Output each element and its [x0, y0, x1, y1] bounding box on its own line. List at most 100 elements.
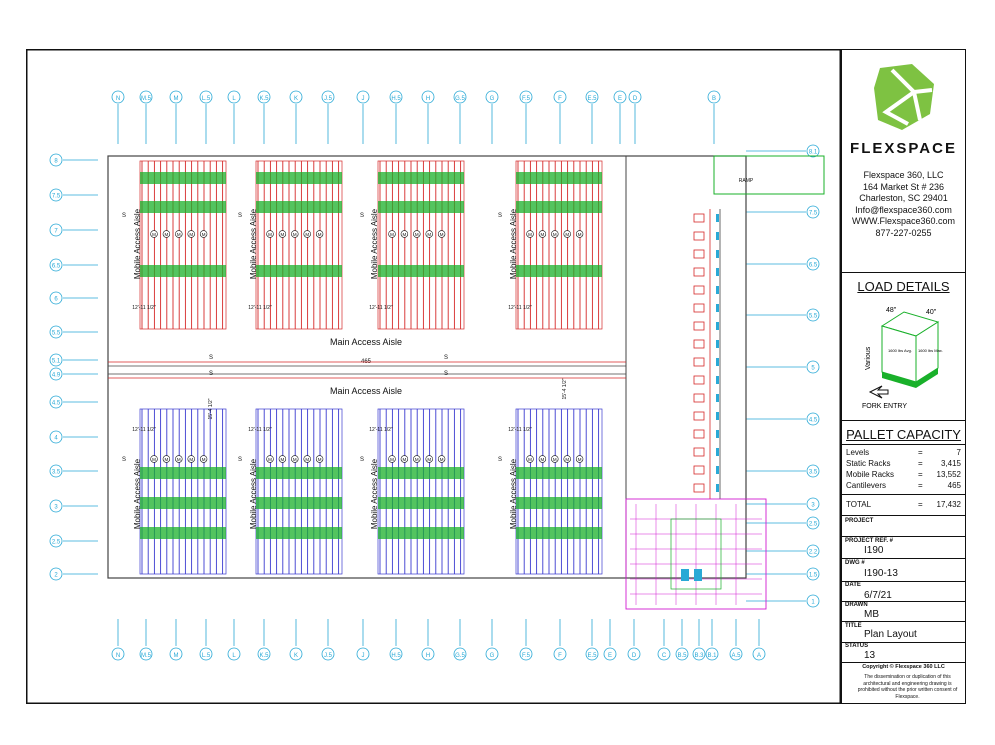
grid-label-top: F.5	[522, 96, 531, 102]
grid-label-right: 1.5	[809, 573, 818, 579]
dwg-label: DWG #	[845, 560, 865, 566]
grid-bubble	[227, 647, 241, 661]
side-rack	[693, 411, 705, 421]
side-rack-marker	[716, 430, 719, 438]
grid-label-bottom: A.5	[731, 653, 741, 659]
load-right-label: 1600 lbs Max.	[918, 348, 943, 353]
grid-label-bottom: G.5	[455, 653, 465, 659]
side-rack	[693, 249, 705, 259]
grid-bubble	[421, 647, 435, 661]
flexspace-logo-icon	[874, 64, 934, 130]
grid-bubble	[553, 647, 567, 661]
grid-label-right: 5.5	[809, 314, 818, 320]
grid-bubble	[321, 647, 335, 661]
side-rack	[693, 285, 705, 295]
stair-icon	[681, 569, 689, 581]
side-rack	[693, 357, 705, 367]
motor-label: M	[177, 232, 181, 237]
grid-label-bottom: K.5	[259, 653, 269, 659]
green-band	[516, 467, 602, 479]
grid-label-left: 4	[54, 436, 58, 442]
motor-mark	[526, 230, 534, 238]
motor-mark	[388, 230, 396, 238]
grid-bubble	[49, 499, 63, 513]
pallet-capacity-title: PALLET CAPACITY	[846, 427, 961, 442]
load-left-label: 1600 lbs Avg.	[888, 348, 912, 353]
green-band	[378, 527, 464, 539]
motor-label: M	[440, 232, 444, 237]
motor-mark	[266, 230, 274, 238]
grid-bubble	[49, 353, 63, 367]
divider	[842, 272, 965, 273]
grid-bubble	[289, 647, 303, 661]
grid-label-bottom: H	[426, 653, 430, 659]
grid-label-bottom: A	[757, 653, 761, 659]
depth-label: 48"	[886, 307, 897, 314]
motor-label: M	[553, 457, 557, 462]
dimension-label: 12'-11 1/2"	[369, 427, 393, 433]
grid-label-bottom: H.5	[391, 653, 401, 659]
motor-mark	[425, 230, 433, 238]
capacity-row: Cantilevers=465	[846, 481, 961, 492]
rack-block-lower	[255, 408, 343, 575]
grid-label-bottom: E	[608, 653, 612, 659]
side-rack-marker	[716, 358, 719, 366]
grid-label-right: 7.5	[809, 211, 818, 217]
motor-mark	[199, 455, 208, 463]
grid-bubble	[806, 544, 820, 558]
grid-label-bottom: N	[116, 653, 120, 659]
stair-icon	[694, 569, 702, 581]
grid-label-left: 3	[54, 505, 58, 511]
grid-label-right: 2.2	[809, 550, 818, 556]
grid-label-bottom: C	[662, 653, 667, 659]
motor-label: M	[268, 457, 272, 462]
static-mark: S	[360, 213, 364, 219]
status-label: STATUS	[845, 643, 869, 649]
grid-bubble	[49, 223, 63, 237]
side-rack-marker	[716, 484, 719, 492]
motor-mark	[538, 455, 547, 463]
side-rack-marker	[716, 394, 719, 402]
grid-bubble	[585, 647, 599, 661]
green-band	[140, 201, 226, 213]
grid-label-right: 2.5	[809, 522, 818, 528]
green-band	[256, 527, 342, 539]
grid-bubble	[585, 90, 599, 104]
motor-label: M	[390, 232, 394, 237]
grid-label-left: 7.5	[52, 194, 61, 200]
address-line: Flexspace 360, LLC	[863, 170, 944, 180]
green-band	[256, 467, 342, 479]
height-label: Various	[865, 346, 872, 370]
grid-bubble	[169, 90, 183, 104]
grid-label-right: 6.5	[809, 263, 818, 269]
grid-bubble	[752, 647, 766, 661]
green-band	[256, 265, 342, 277]
mobile-aisle-label: Mobile Access Aisle	[249, 208, 258, 279]
motor-label: M	[427, 232, 431, 237]
mobile-aisle-label: Mobile Access Aisle	[133, 458, 142, 529]
side-rack-marker	[716, 232, 719, 240]
office-area	[625, 498, 767, 610]
motor-label: M	[565, 457, 569, 462]
grid-bubble	[49, 153, 63, 167]
side-rack-marker	[716, 322, 719, 330]
grid-label-top: K	[294, 96, 298, 102]
motor-mark	[400, 455, 409, 463]
grid-label-left: 5.5	[52, 331, 61, 337]
pallet-load-diagram: 48" 40" Various 1600 lbs Avg. 1600 lbs M…	[862, 307, 943, 410]
grid-label-bottom: E.5	[587, 653, 597, 659]
grid-bubble	[453, 647, 467, 661]
motor-mark	[400, 230, 409, 238]
grid-label-top: H	[426, 96, 430, 102]
date-label: DATE	[845, 582, 861, 588]
divider	[842, 515, 965, 516]
motor-label: M	[565, 232, 569, 237]
divider	[842, 536, 965, 537]
motor-mark	[291, 230, 299, 238]
mobile-aisle-label: Mobile Access Aisle	[509, 208, 518, 279]
grid-bubble	[485, 90, 499, 104]
side-rack	[693, 303, 705, 313]
capacity-label: Static Racks	[846, 459, 891, 468]
